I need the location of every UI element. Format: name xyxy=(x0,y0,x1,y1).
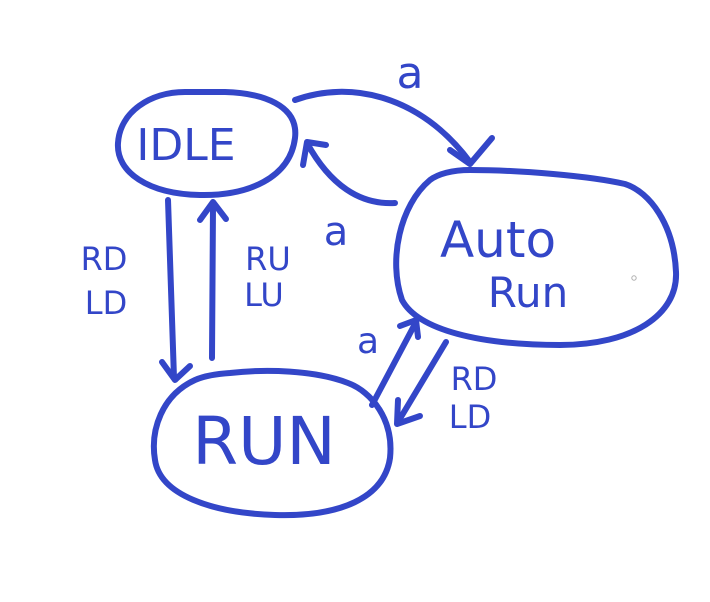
state-auto-run-label-line2: Run xyxy=(488,268,569,317)
state-auto-run-outline xyxy=(393,167,680,348)
arrowhead-idle-to-run xyxy=(159,359,193,383)
state-auto-run-label-line1: Auto xyxy=(440,211,556,269)
state-run-outline xyxy=(150,367,394,519)
label-run-to-idle-line1: RU xyxy=(245,240,291,278)
label-auto-run-to-run-line1: RD xyxy=(451,360,498,398)
arrowhead-run-to-auto-run xyxy=(397,317,421,340)
state-auto-run: Auto Run xyxy=(393,167,680,348)
label-run-to-idle-line2: LU xyxy=(244,276,284,314)
label-idle-to-auto-run: a xyxy=(397,48,424,99)
arrow-run-to-idle xyxy=(209,202,216,361)
transition-auto-run-to-run: RD LD xyxy=(394,339,498,436)
label-idle-to-run-line1: RD xyxy=(81,240,128,278)
arrowhead-auto-run-to-run xyxy=(394,397,423,427)
arrow-auto-run-to-idle xyxy=(304,140,398,207)
arrow-run-to-auto-run xyxy=(369,319,419,408)
arrow-auto-run-to-run xyxy=(395,339,449,425)
state-idle-label: IDLE xyxy=(136,120,235,171)
label-auto-run-to-idle: a xyxy=(324,209,349,255)
arrowhead-run-to-idle xyxy=(197,199,229,223)
arrowhead-idle-to-auto-run xyxy=(447,135,495,167)
transition-auto-run-to-idle: a xyxy=(300,139,398,255)
label-idle-to-run-line2: LD xyxy=(85,284,127,322)
arrowhead-auto-run-to-idle xyxy=(300,139,329,168)
state-run-label: RUN xyxy=(192,403,336,480)
stray-dot xyxy=(631,275,637,281)
transition-idle-to-run: RD LD xyxy=(81,197,193,383)
transition-run-to-idle: RU LU xyxy=(197,199,291,361)
arrow-idle-to-run xyxy=(165,197,177,381)
label-auto-run-to-run-line2: LD xyxy=(449,398,491,436)
transition-run-to-auto-run: a xyxy=(357,317,421,408)
label-run-to-auto-run: a xyxy=(357,321,379,362)
state-idle: IDLE xyxy=(114,89,299,199)
transition-idle-to-auto-run: a xyxy=(292,48,495,167)
arrow-idle-to-auto-run xyxy=(292,88,473,165)
state-run: RUN xyxy=(150,367,394,519)
state-idle-outline xyxy=(114,89,299,199)
